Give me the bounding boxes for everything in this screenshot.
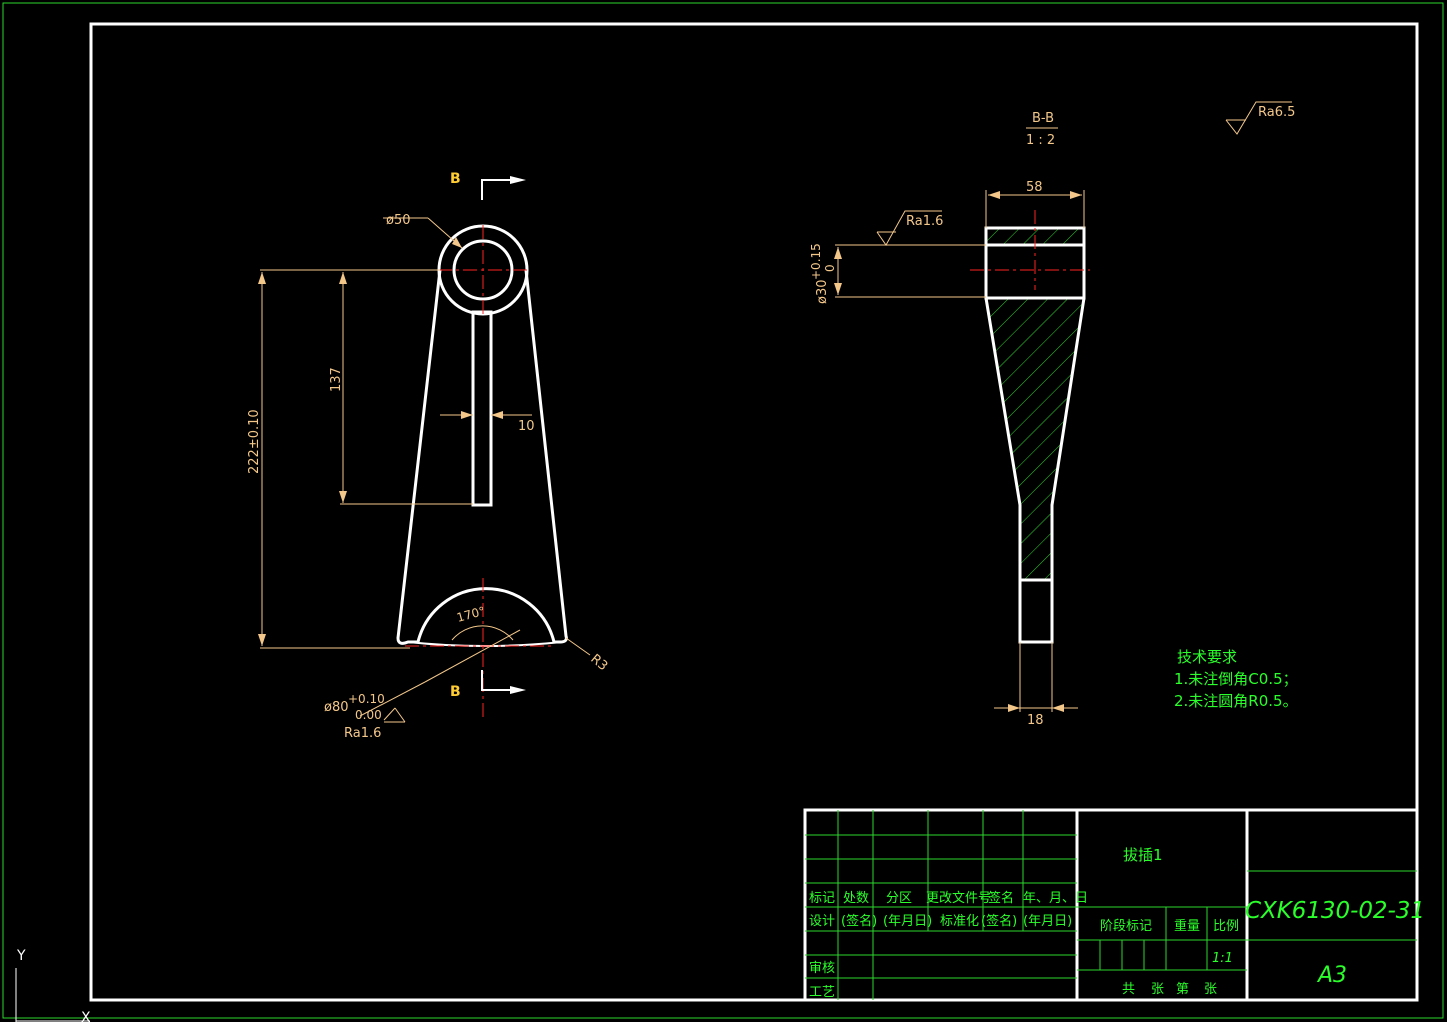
dim-r3: R3: [587, 652, 610, 675]
notes-heading: 技术要求: [1177, 648, 1237, 666]
lever-outline: [396, 269, 568, 645]
dim-170: 170°: [455, 604, 487, 625]
tb-mark: 标记: [809, 891, 835, 906]
dim-d80-upper: +0.10: [348, 692, 385, 706]
tb-sheets-unit1: 张: [1151, 982, 1164, 997]
hub-bore-circle: [452, 239, 514, 301]
drawing-frame: [89, 22, 1419, 1002]
tb-change-doc: 更改文件号: [926, 891, 991, 906]
section-scale: 1 : 2: [1026, 133, 1055, 148]
arc-chord: [407, 641, 563, 647]
tb-sheets-total: 共: [1122, 982, 1135, 997]
front-view: ø50 222±0.10 137 10 R3 170° ø80 +0.10 0.…: [247, 171, 610, 741]
tb-sheets-no: 第: [1176, 982, 1189, 997]
tb-sheet-size: A3: [1316, 963, 1347, 988]
notes-item-2: 2.未注圆角R0.5。: [1174, 692, 1298, 710]
dim-arrows: [258, 237, 503, 646]
ucs-icon: [15, 968, 90, 1022]
section-title: B-B: [1032, 111, 1054, 126]
dim-222: 222±0.10: [247, 409, 262, 474]
tb-standard-sign: (签名): [981, 913, 1017, 929]
tb-stage-mark: 阶段标记: [1100, 919, 1152, 934]
tb-zone: 分区: [886, 891, 912, 906]
slot: [471, 310, 493, 507]
tb-sheets-unit2: 张: [1204, 982, 1217, 997]
tb-standard-date: (年月日): [1023, 914, 1072, 929]
roughness-hole: Ra1.6: [906, 214, 943, 229]
tb-design: 设计: [809, 914, 835, 929]
tb-ratio-value: 1:1: [1212, 951, 1233, 966]
tb-design-date: (年月日): [883, 914, 932, 929]
tb-standard: 标准化: [940, 914, 979, 929]
tb-sign: 签名: [988, 890, 1014, 906]
technical-notes: 技术要求 1.未注倒角C0.5； 2.未注圆角R0.5。: [1174, 648, 1298, 710]
tb-drawing-no: CXK6130-02-31: [1245, 898, 1425, 924]
dim-d30-upper: +0.15: [809, 243, 823, 280]
tb-weight: 重量: [1174, 918, 1200, 934]
section-marker-bottom: B: [450, 684, 461, 700]
title-block: 标记 处数 分区 更改文件号 签名 年、月、日 设计 (签名) (年月日) 标准…: [803, 808, 1425, 1002]
tb-process: 工艺: [809, 985, 835, 1000]
tb-part-name: 拔插1: [1123, 846, 1163, 864]
roughness-arc: Ra1.6: [344, 726, 381, 741]
tb-design-sign: (签名): [841, 913, 877, 929]
dim-d80: ø80: [324, 700, 349, 715]
dim-d50: ø50: [386, 213, 411, 228]
dim-d30-lower: 0: [823, 264, 837, 272]
tb-ratio: 比例: [1213, 919, 1239, 934]
dim-137: 137: [329, 367, 344, 392]
dim-d80-lower: 0.00: [355, 708, 382, 722]
ucs-y-label: Y: [16, 948, 26, 964]
dim-18: 18: [1027, 713, 1044, 728]
dim-d30: ø30: [815, 280, 830, 305]
tb-date: 年、月、日: [1023, 891, 1088, 906]
notes-item-1: 1.未注倒角C0.5；: [1174, 670, 1298, 688]
section-view: B-B 1 : 2 Ra6.5: [809, 101, 1295, 728]
dim-10: 10: [518, 419, 535, 434]
dim-58: 58: [1026, 180, 1043, 195]
tb-count: 处数: [843, 891, 869, 906]
section-marker-top: B: [450, 171, 461, 187]
tb-review: 审核: [809, 961, 835, 976]
roughness-general: Ra6.5: [1258, 105, 1295, 120]
ucs-x-label: X: [81, 1010, 91, 1022]
